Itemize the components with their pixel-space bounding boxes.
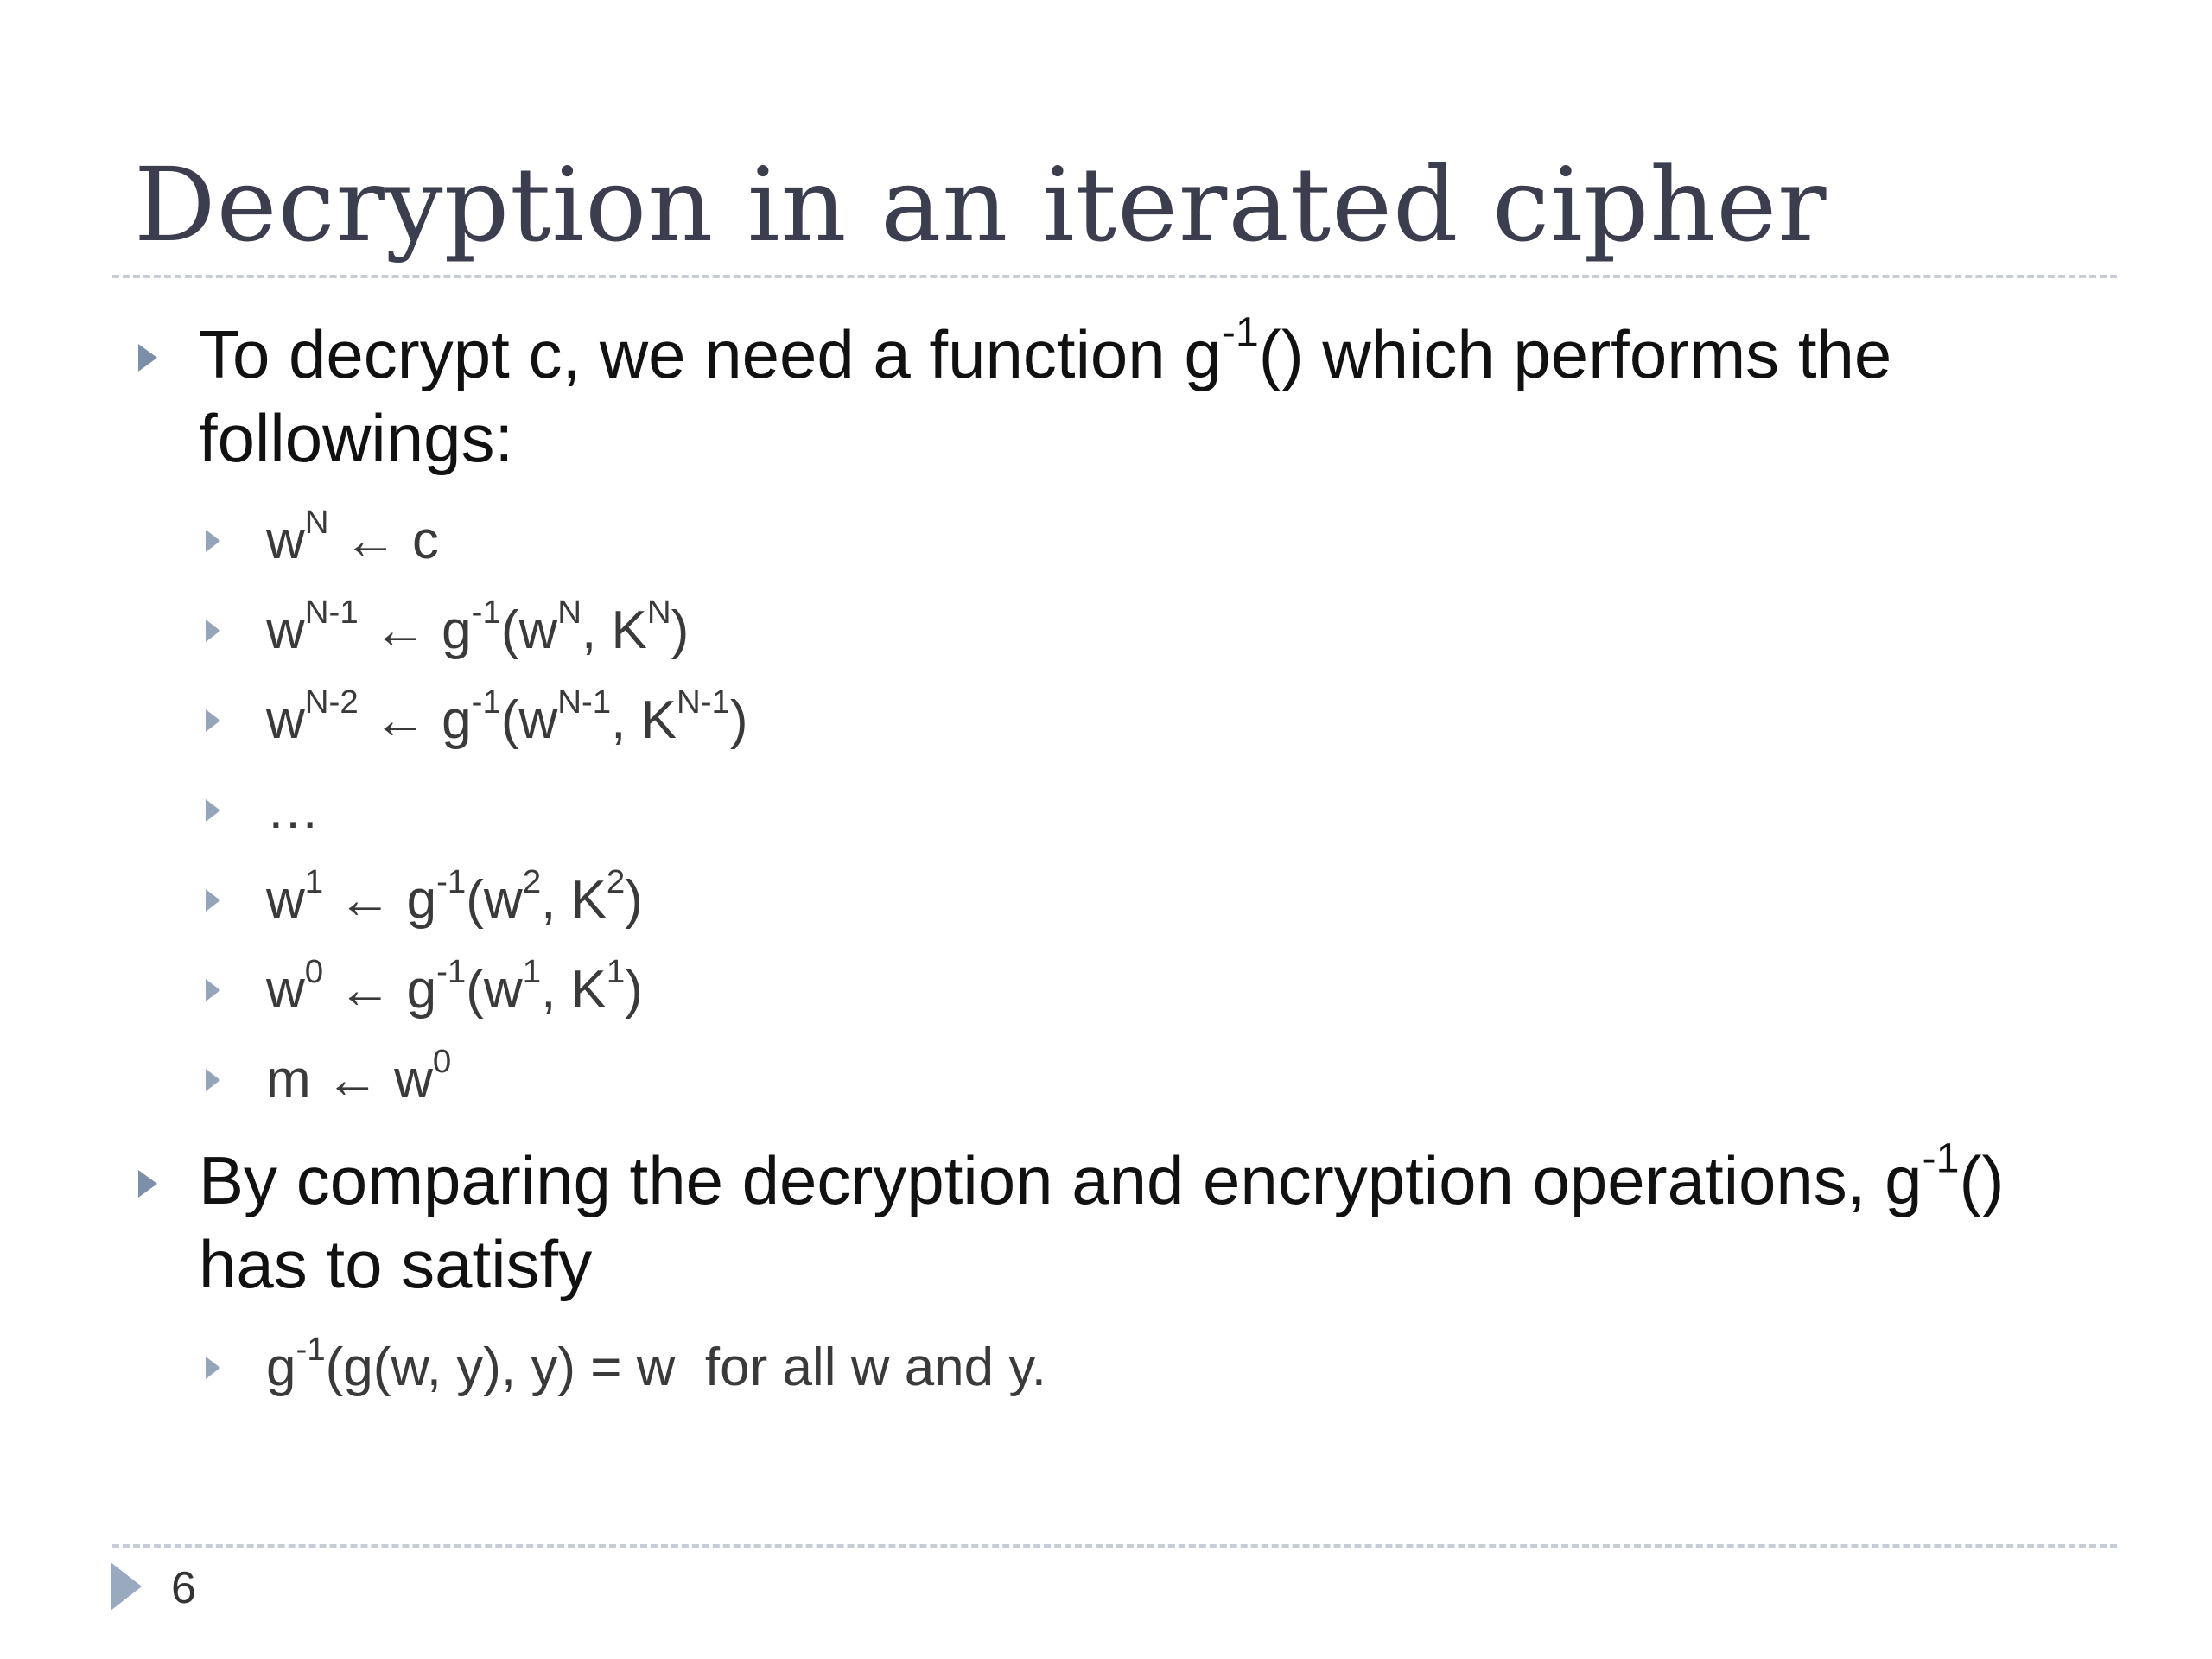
condition-text: (g(w, y), y) = w for all w and y.: [325, 1338, 1046, 1397]
step-arg2-sup: N: [646, 594, 671, 632]
step-func-sup: -1: [471, 683, 501, 721]
step-item: wN-2 ← g-1(wN-1, KN-1): [266, 685, 748, 751]
sub-bullet-arrow-icon: [206, 979, 220, 1001]
footer-divider: [112, 1544, 2117, 1548]
step-close: ): [729, 690, 748, 750]
bullet-text-2: By comparing the decryption and encrypti…: [199, 1138, 2005, 1304]
sub-bullet-arrow-icon: [206, 889, 220, 912]
title-divider: [112, 275, 2117, 278]
step-item: w1 ← g-1(w2, K2): [266, 865, 643, 931]
bullet-2-line2: has to satisfy: [199, 1226, 593, 1302]
left-arrow-icon: ←: [338, 870, 392, 930]
step-func-sup: -1: [436, 953, 467, 991]
step-arg1: (w: [500, 690, 558, 750]
step-arg2-sup: 2: [606, 863, 626, 901]
bullet-arrow-icon: [138, 344, 157, 372]
step-arg2: , K: [541, 870, 607, 930]
step-item: wN-1 ← g-1(wN, KN): [266, 595, 690, 661]
sub-bullet-arrow-icon: [206, 620, 220, 642]
step-lhs: w: [266, 601, 305, 660]
step-lhs-sup: 1: [304, 863, 324, 901]
sub-bullet-arrow-icon: [206, 799, 220, 822]
sub-bullet-arrow-icon: [206, 1069, 220, 1091]
step-arg2: , K: [582, 601, 647, 660]
step-item: m ← w0: [266, 1045, 451, 1110]
slide-title: Decryption in an iterated cipher: [134, 145, 1827, 264]
step-lhs-sup: 0: [304, 953, 324, 991]
step-item: w0 ← g-1(w1, K1): [266, 955, 643, 1020]
bullet-1-tail: () which performs the: [1258, 316, 1892, 392]
bullet-2-sup: -1: [1922, 1135, 1960, 1182]
left-arrow-icon: ←: [372, 690, 427, 750]
sub-bullet-arrow-icon: [206, 1357, 220, 1379]
step-arg1: (w: [500, 601, 558, 660]
step-item: wN ← c: [266, 505, 439, 571]
step-lhs: w: [266, 960, 305, 1020]
bullet-arrow-icon: [138, 1170, 157, 1198]
left-arrow-icon: ←: [343, 511, 397, 570]
step-arg1-sup: N-1: [557, 683, 612, 721]
left-arrow-icon: ←: [338, 960, 392, 1020]
step-func-sup: -1: [471, 594, 501, 632]
bullet-2-text: By comparing the decryption and encrypti…: [199, 1142, 1923, 1218]
bullet-1-text: To decrypt c, we need a function g: [199, 316, 1222, 392]
step-lhs-sup: N-2: [304, 683, 359, 721]
left-arrow-icon: ←: [372, 601, 427, 660]
footer-triangle-icon: [111, 1562, 142, 1611]
step-lhs: m: [266, 1050, 311, 1109]
sub-bullet-arrow-icon: [206, 530, 220, 552]
step-rhs: c: [412, 511, 439, 570]
condition-item: g-1(g(w, y), y) = w for all w and y.: [266, 1332, 1046, 1398]
step-rhs-sup: 0: [432, 1043, 452, 1081]
step-lhs: w: [266, 511, 305, 570]
step-close: ): [671, 601, 690, 660]
step-arg2: , K: [541, 960, 607, 1020]
bullet-text-1: To decrypt c, we need a function g-1() w…: [199, 312, 1892, 478]
step-func: g: [442, 690, 472, 750]
step-arg2: , K: [611, 690, 677, 750]
page-number: 6: [171, 1563, 196, 1613]
step-close: ): [625, 960, 643, 1020]
step-arg2-sup: N-1: [676, 683, 730, 721]
step-arg1: (w: [466, 960, 523, 1020]
step-close: ): [625, 870, 643, 930]
step-arg2-sup: 1: [606, 953, 626, 991]
bullet-2-tail: (): [1959, 1142, 2005, 1218]
step-ellipsis: …: [266, 780, 320, 840]
condition-sup: -1: [296, 1331, 326, 1369]
sub-bullet-arrow-icon: [206, 709, 220, 732]
step-arg1-sup: N: [557, 594, 582, 632]
step-func: g: [442, 601, 472, 660]
step-func: g: [406, 870, 437, 930]
step-lhs-sup: N-1: [304, 594, 359, 632]
bullet-1-line2: followings:: [199, 400, 514, 476]
step-lhs-sup: N: [304, 504, 329, 542]
condition-func: g: [266, 1338, 296, 1397]
step-rhs: w: [394, 1050, 433, 1109]
step-arg1-sup: 2: [522, 863, 542, 901]
step-arg1-sup: 1: [522, 953, 542, 991]
bullet-1-sup: -1: [1221, 308, 1259, 356]
step-func: g: [406, 960, 437, 1020]
step-item: …: [266, 779, 320, 841]
step-arg1: (w: [466, 870, 523, 930]
step-func-sup: -1: [436, 863, 467, 901]
step-lhs: w: [266, 870, 305, 930]
left-arrow-icon: ←: [325, 1050, 379, 1109]
step-lhs: w: [266, 690, 305, 750]
